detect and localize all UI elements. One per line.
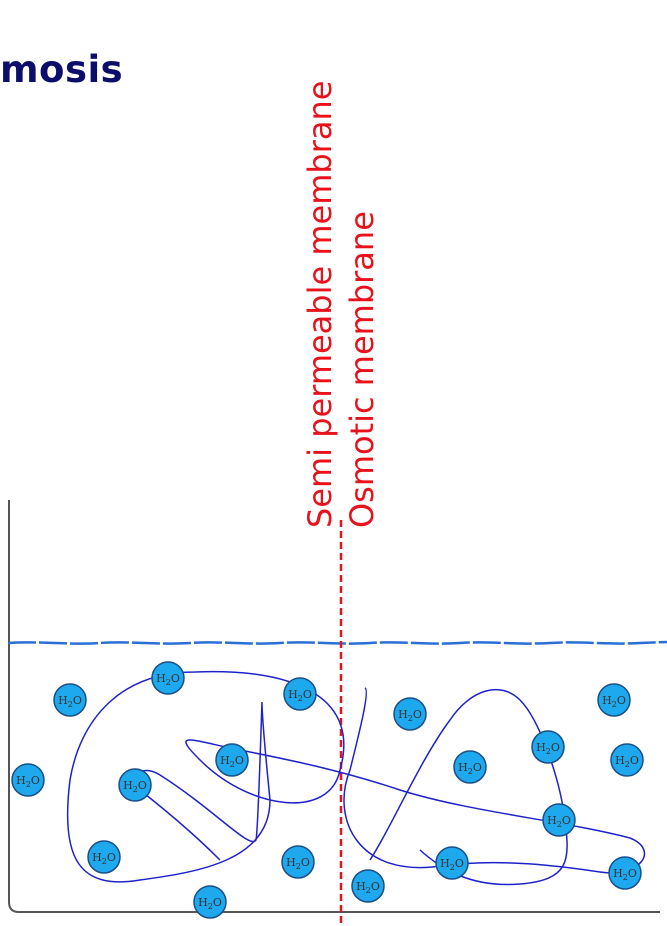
water-molecule: H2O xyxy=(532,731,564,763)
water-molecule: H2O xyxy=(54,684,86,716)
water-molecule: H2O xyxy=(394,698,426,730)
water-molecule: H2O xyxy=(598,684,630,716)
water-molecule: H2O xyxy=(88,841,120,873)
water-molecule: H2O xyxy=(284,678,316,710)
water-molecule: H2O xyxy=(12,764,44,796)
molecule-path-left xyxy=(68,672,645,882)
water-molecule: H2O xyxy=(282,846,314,878)
water-molecule: H2O xyxy=(352,870,384,902)
water-molecule: H2O xyxy=(216,744,248,776)
water-molecule: H2O xyxy=(543,804,575,836)
water-surface xyxy=(8,642,667,644)
water-molecule: H2O xyxy=(152,662,184,694)
water-molecule: H2O xyxy=(611,744,643,776)
water-molecule: H2O xyxy=(436,847,468,879)
water-molecule: H2O xyxy=(119,769,151,801)
water-molecule: H2O xyxy=(454,751,486,783)
water-molecule: H2O xyxy=(609,857,641,889)
water-molecule: H2O xyxy=(194,886,226,918)
